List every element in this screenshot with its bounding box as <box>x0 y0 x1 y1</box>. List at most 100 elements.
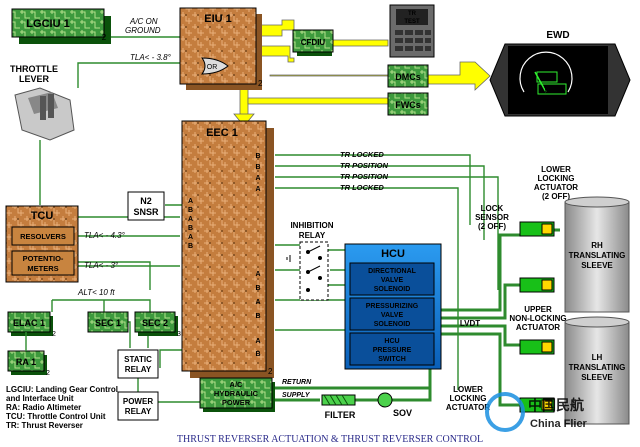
resolvers-label: RESOLVERS <box>20 232 66 241</box>
tla-3-label: TLA< - 3° <box>84 261 119 270</box>
eec-pin: B <box>255 285 260 292</box>
tcu-box: TCU RESOLVERS POTENTIO- METERS <box>5 205 79 283</box>
tr-test-line1: TR <box>408 11 417 17</box>
eec-pin: B <box>188 207 193 214</box>
static-relay-box: STATIC RELAY <box>117 349 159 379</box>
inhibition-line2: RELAY <box>299 231 326 240</box>
ewd-tick-2: 1.4 <box>548 58 557 64</box>
ewd-value: 1.000 <box>543 87 561 94</box>
eec-pin: B <box>255 153 260 160</box>
ewd-tick-1: 1.2 <box>536 64 545 70</box>
alt-10-label: ALT< 10 ft <box>77 288 115 297</box>
eec-label: EEC 1 <box>206 127 238 139</box>
directional-line3: SOLENOID <box>374 286 411 293</box>
hydraulic-power-box: A/C HYDRAULIC POWER <box>199 377 275 412</box>
eec-pin: B <box>188 225 193 232</box>
eec-pin: A <box>255 186 260 193</box>
rh-sleeve-line2: TRANSLATING <box>569 251 626 260</box>
eec-pin: A <box>188 198 193 205</box>
sec2-num: 3 <box>177 331 181 338</box>
fwcs-label: FWCs <box>395 100 421 110</box>
pressurizing-line3: SOLENOID <box>374 321 411 328</box>
legend-line: TCU: Throttle Control Unit <box>6 412 106 421</box>
pressure-switch-line2: PRESSURE <box>373 347 412 354</box>
power-relay-box: POWER RELAY <box>117 391 159 421</box>
ra-box: RA 1 2 <box>7 350 50 377</box>
ewd-tick-4: 1 <box>528 76 532 82</box>
eec-pin: A <box>255 271 260 278</box>
llb-line2: LOCKING <box>450 394 487 403</box>
tcu-label: TCU <box>31 210 54 222</box>
directional-line1: DIRECTIONAL <box>368 268 417 275</box>
ewd-display: EWD 1.2 1.4 1.6 1 EPR REV 1.000 <box>489 30 631 117</box>
eec-pin: A <box>255 338 260 345</box>
ac-on-ground-label: A/C ON GROUND <box>125 17 161 35</box>
lock-sensor-line1: LOCK <box>481 204 504 213</box>
ra-num: 2 <box>46 370 50 377</box>
lh-sleeve-line1: LH <box>592 353 603 362</box>
lvdt-label: LVDT <box>460 319 480 328</box>
rh-sleeve-line3: SLEEVE <box>581 261 613 270</box>
sov-valve: SOV <box>377 392 412 418</box>
return-label: RETURN <box>282 379 312 386</box>
elac-label: ELAC 1 <box>13 318 45 328</box>
eec-pin: B <box>255 313 260 320</box>
eec-pin: A <box>188 216 193 223</box>
ewd-rev: REV <box>540 75 555 82</box>
lh-sleeve-line3: SLEEVE <box>581 373 613 382</box>
sec2-box: SEC 2 3 <box>134 311 181 338</box>
rh-sleeve: RH TRANSLATING SLEEVE <box>564 196 630 313</box>
filter: FILTER <box>321 394 356 420</box>
tla-43-label: TLA< - 4.3° <box>84 231 126 240</box>
hydraulic-line1: A/C <box>230 380 244 389</box>
llb-line3: ACTUATOR <box>446 403 490 412</box>
watermark-en: China Flier <box>530 418 588 430</box>
lla-line3: ACTUATOR <box>534 183 578 192</box>
lock-sensor-line3: (2 OFF) <box>478 222 506 231</box>
abbreviation-legend: LGCIU: Landing Gear Control and Interfac… <box>6 385 118 430</box>
lla-line4: (2 OFF) <box>542 192 570 201</box>
rh-sleeve-line1: RH <box>591 241 603 250</box>
tr-locked-2: TR LOCKED <box>340 183 384 192</box>
supply-label: SUPPLY <box>282 392 311 399</box>
lgciu-label: LGCIU 1 <box>26 18 69 30</box>
power-relay-line1: POWER <box>123 397 153 406</box>
diagram-caption: THRUST REVERSER ACTUATION & THRUST REVER… <box>177 434 483 445</box>
lgciu-box: LGCIU 1 2 <box>11 8 111 44</box>
filter-label: FILTER <box>325 410 356 420</box>
ewd-param: EPR <box>586 75 600 82</box>
pressurizing-line2: VALVE <box>381 312 404 319</box>
lh-sleeve: LH TRANSLATING SLEEVE <box>564 316 630 425</box>
hydraulic-line3: POWER <box>222 398 251 407</box>
hcu-label: HCU <box>381 248 405 260</box>
lh-sleeve-line2: TRANSLATING <box>569 363 626 372</box>
tr-locked-1: TR LOCKED <box>340 150 384 159</box>
or-gate-label: OR <box>207 64 218 71</box>
n2-line2: SNSR <box>133 207 159 217</box>
directional-line2: VALVE <box>381 277 404 284</box>
potentiometers-line2: METERS <box>27 264 58 273</box>
llb-line1: LOWER <box>453 385 483 394</box>
pressurizing-line1: PRESSURIZING <box>366 303 419 310</box>
pressure-switch-line3: SWITCH <box>378 356 406 363</box>
fwcs-box: FWCs <box>387 92 429 116</box>
hcu-box: HCU DIRECTIONAL VALVE SOLENOID PRESSURIZ… <box>344 243 442 370</box>
eec-pin: A <box>255 299 260 306</box>
ac-on-ground-line1: A/C ON <box>129 17 158 26</box>
eec-pin: B <box>255 164 260 171</box>
upper-non-locking-label: UPPER NON-LOCKING ACTUATOR <box>509 305 566 332</box>
pressure-switch-line1: HCU <box>384 338 399 345</box>
throttle-label-line1: THROTTLE <box>10 64 58 74</box>
elac-box: ELAC 1 2 <box>7 311 56 338</box>
eec-pin: A <box>255 175 260 182</box>
ac-on-ground-line2: GROUND <box>125 26 161 35</box>
static-relay-line2: RELAY <box>125 365 152 374</box>
lock-sensor-line2: SENSOR <box>475 213 509 222</box>
eiu-label: EIU 1 <box>204 13 232 25</box>
lla-line2: LOCKING <box>538 174 575 183</box>
legend-line: and Interface Unit <box>6 394 74 403</box>
or-gate-symbol <box>201 57 229 75</box>
throttle-lever: THROTTLE LEVER <box>10 64 75 141</box>
unla-line3: ACTUATOR <box>516 323 560 332</box>
